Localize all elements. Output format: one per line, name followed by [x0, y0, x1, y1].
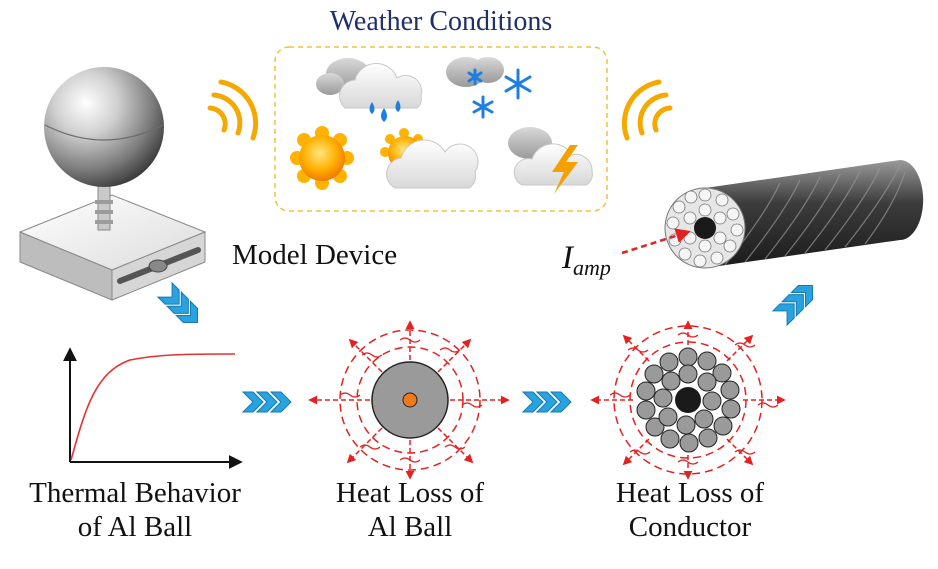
rain-cloud-icon [316, 58, 423, 122]
current-label-main: I [561, 240, 575, 276]
model-device-label: Model Device [232, 239, 398, 271]
current-label: Iamp [561, 240, 611, 280]
weather-conditions-box [274, 46, 608, 212]
chevron-arrow-icon [157, 282, 206, 331]
heat-ball-caption-line2: Al Ball [367, 511, 453, 543]
heat-loss-ball-caption: Heat Loss of Al Ball [310, 476, 510, 544]
heat-loss-al-ball-diagram [308, 320, 510, 480]
chevron-arrow-icon [242, 391, 292, 413]
heat-loss-conductor-caption: Heat Loss of Conductor [590, 476, 790, 544]
heat-conductor-caption-line2: Conductor [628, 511, 752, 543]
heat-conductor-caption-line1: Heat Loss of [615, 477, 765, 509]
thermal-behavior-plot [63, 347, 243, 469]
heat-ball-caption-line1: Heat Loss of [335, 477, 485, 509]
conductor-cable-icon [664, 160, 924, 269]
signal-waves-left-icon [207, 79, 259, 141]
chevron-arrow-icon [522, 391, 572, 413]
model-device-icon [18, 67, 207, 301]
thermal-caption-line2: of Al Ball [77, 511, 193, 543]
conductor-strands [636, 347, 741, 453]
thermal-caption-line1: Thermal Behavior [29, 477, 241, 509]
thermal-behavior-caption: Thermal Behavior of Al Ball [20, 476, 250, 544]
weather-conditions-title: Weather Conditions [330, 6, 552, 37]
sun-icon [290, 126, 354, 190]
temperature-curve [70, 353, 236, 461]
current-arrow [621, 228, 691, 255]
al-ball-core [402, 392, 418, 408]
conductor-steel-core [675, 387, 701, 413]
snow-cloud-icon [446, 57, 532, 119]
aluminum-ball [44, 67, 164, 187]
heat-loss-conductor-diagram [590, 320, 786, 480]
weather-box-border [274, 46, 608, 212]
partly-cloudy-icon [380, 128, 479, 189]
signal-waves-right-icon [621, 79, 673, 141]
chevron-arrow-icon [772, 277, 821, 326]
current-label-sub: amp [573, 255, 611, 280]
thunderstorm-icon [508, 127, 593, 194]
